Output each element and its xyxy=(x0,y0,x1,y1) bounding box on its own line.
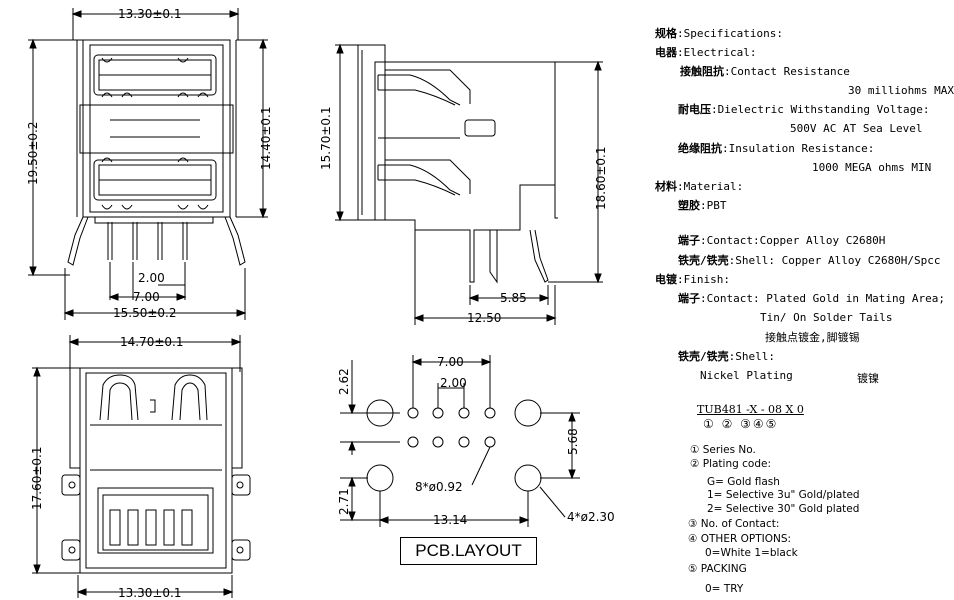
spec-line: 1000 MEGA ohms MIN xyxy=(812,161,931,174)
pcb-layout xyxy=(340,355,580,527)
spec-line: 材料:Material: xyxy=(655,180,743,193)
spec-label-cn: 规格 xyxy=(655,27,677,40)
spec-label-cn: 接触阻抗 xyxy=(680,65,724,78)
dim-pin-pitch: 2.00 xyxy=(138,271,165,285)
spec-line: 耐电压:Dielectric Withstanding Voltage: xyxy=(678,103,930,116)
dim-base-width: 15.50±0.2 xyxy=(113,306,177,320)
spec-text: :Shell: xyxy=(728,350,775,363)
spec-text: :Finish: xyxy=(677,273,730,286)
spec-text: :Dielectric Withstanding Voltage: xyxy=(711,103,930,116)
pcb-layout-label: PCB.LAYOUT xyxy=(400,537,537,565)
spec-label-cn: 铁壳/铁壳 xyxy=(678,350,729,363)
spec-label-cn: 电器 xyxy=(655,46,677,59)
spec-text: :Shell: Copper Alloy C2680H/Spcc xyxy=(728,254,941,267)
spec-line: 绝缘阻抗:Insulation Resistance: xyxy=(678,142,874,155)
spec-line: 塑胶:PBT xyxy=(678,199,727,212)
spec-text: 镀镍 xyxy=(857,372,879,385)
spec-line: 接触点镀金,脚镀锡 xyxy=(765,331,860,344)
dim-front-height: 17.60±0.1 xyxy=(30,447,44,511)
legend-line: ④ OTHER OPTIONS: xyxy=(688,533,792,545)
spec-text: 接触点镀金,脚镀锡 xyxy=(765,331,860,344)
spec-line: 端子:Contact:Copper Alloy C2680H xyxy=(678,234,885,247)
spec-line: 铁壳/铁壳:Shell: xyxy=(678,350,775,363)
spec-line: Tin/ On Solder Tails xyxy=(760,311,892,324)
spec-text: Tin/ On Solder Tails xyxy=(760,311,893,324)
dim-top-width: 13.30±0.1 xyxy=(118,7,182,21)
spec-label-cn: 铁壳/铁壳 xyxy=(678,254,729,267)
spec-line: 接触阻抗:Contact Resistance xyxy=(680,65,850,78)
dim-front-base-width: 13.30±0.1 xyxy=(118,586,182,600)
dim-pcb-small-holes: 8*ø0.92 xyxy=(415,480,463,494)
dim-side-depth: 12.50 xyxy=(467,311,501,325)
front-view-top xyxy=(28,8,268,320)
legend-line: ⑤ PACKING xyxy=(688,563,747,575)
spec-label-cn: 塑胶 xyxy=(678,199,700,212)
dim-pcb-row-offset: 2.62 xyxy=(337,368,351,395)
dim-side-pin-offset: 5.85 xyxy=(500,291,527,305)
dim-left-height: 19.50±0.2 xyxy=(26,122,40,186)
legend-line: 2= Selective 30" Gold plated xyxy=(707,503,860,515)
legend-line: ② Plating code: xyxy=(690,458,771,470)
spec-line: 镀镍 xyxy=(857,372,879,385)
spec-label-cn: 电镀 xyxy=(655,273,677,286)
legend-line: 0= TRY xyxy=(705,583,744,595)
dim-inner-height: 14.40±0.1 xyxy=(259,107,273,171)
legend-line: 0=White 1=black xyxy=(705,547,798,559)
spec-line: 电器:Electrical: xyxy=(655,46,756,59)
spec-line: 电镀:Finish: xyxy=(655,273,730,286)
spec-label-cn: 绝缘阻抗 xyxy=(678,142,722,155)
dim-side-height-right: 18.60±0.1 xyxy=(594,147,608,211)
spec-label-cn: 端子 xyxy=(678,292,700,305)
spec-text: :Insulation Resistance: xyxy=(722,142,875,155)
spec-text: :Electrical: xyxy=(677,46,757,59)
dim-pcb-pitch: 2.00 xyxy=(440,376,467,390)
spec-text: :Contact: Plated Gold in Mating Area; xyxy=(700,292,946,305)
dim-pcb-right-offset: 5.68 xyxy=(566,428,580,455)
spec-label-cn: 材料 xyxy=(655,180,677,193)
spec-text: :PBT xyxy=(700,199,727,212)
spec-line: 500V AC AT Sea Level xyxy=(790,122,922,135)
spec-text: :Contact:Copper Alloy C2680H xyxy=(700,234,886,247)
spec-text: Nickel Plating xyxy=(700,369,793,382)
dim-pin-span: 7.00 xyxy=(133,290,160,304)
spec-text: :Material: xyxy=(677,180,744,193)
spec-line: 规格:Specifications: xyxy=(655,27,783,40)
dim-front-width: 14.70±0.1 xyxy=(120,335,184,349)
side-view xyxy=(335,43,603,325)
front-view-bottom xyxy=(32,335,251,598)
spec-text: 30 milliohms MAX xyxy=(848,84,954,97)
spec-label-cn: 端子 xyxy=(678,234,700,247)
spec-text: :Specifications: xyxy=(677,27,783,40)
spec-text: 500V AC AT Sea Level xyxy=(790,122,923,135)
part-number-markers: ① ② ③④⑤ xyxy=(703,417,779,431)
legend-line: 1= Selective 3u" Gold/plated xyxy=(707,489,860,501)
dim-side-height-left: 15.70±0.1 xyxy=(319,107,333,171)
spec-line: 铁壳/铁壳:Shell: Copper Alloy C2680H/Spcc xyxy=(678,254,941,267)
spec-label-cn: 耐电压 xyxy=(678,103,711,116)
spec-line: 30 milliohms MAX xyxy=(848,84,954,97)
legend-line: ③ No. of Contact: xyxy=(688,518,780,530)
spec-text: :Contact Resistance xyxy=(724,65,850,78)
part-number: TUB481 -X - 08 X 0 xyxy=(697,403,804,416)
dim-pcb-span: 7.00 xyxy=(437,355,464,369)
legend-line: ① Series No. xyxy=(690,444,756,456)
spec-text: 1000 MEGA ohms MIN xyxy=(812,161,932,174)
dim-pcb-hole-span: 13.14 xyxy=(433,513,467,527)
spec-line: 端子:Contact: Plated Gold in Mating Area; xyxy=(678,292,945,305)
dim-pcb-bottom-offset: 2.71 xyxy=(337,488,351,515)
dim-pcb-big-holes: 4*ø2.30 xyxy=(567,510,615,524)
legend-line: G= Gold flash xyxy=(707,476,780,488)
spec-line: Nickel Plating xyxy=(700,369,793,382)
